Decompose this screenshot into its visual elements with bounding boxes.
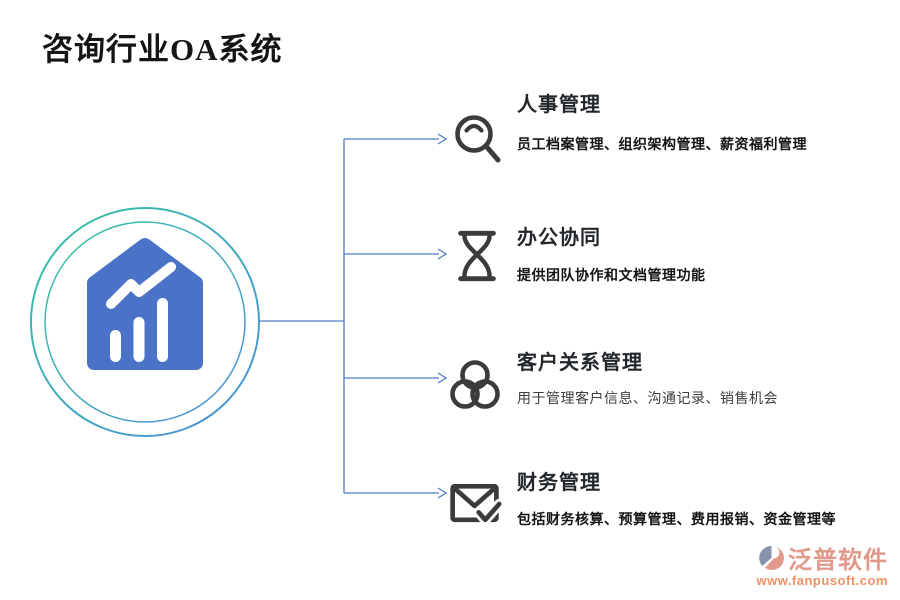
brand-name: 泛普软件 — [788, 547, 888, 574]
feature-crm: 客户关系管理 用于管理客户信息、沟通记录、销售机会 — [517, 346, 778, 408]
home-chart-icon — [30, 207, 260, 437]
feature-desc: 提供团队协作和文档管理功能 — [517, 267, 706, 283]
feature-hr: 人事管理 员工档案管理、组织架构管理、薪资福利管理 — [517, 88, 807, 154]
feature-office: 办公协同 提供团队协作和文档管理功能 — [517, 221, 706, 285]
fanpu-logo-icon — [759, 545, 784, 570]
house-icon — [87, 238, 203, 370]
magnifier-icon — [455, 115, 501, 163]
feature-desc: 用于管理客户信息、沟通记录、销售机会 — [517, 390, 778, 406]
feature-finance: 财务管理 包括财务核算、预算管理、费用报销、资金管理等 — [517, 466, 836, 529]
feature-title: 财务管理 — [517, 472, 601, 494]
brand-footer: 泛普软件 www.fanpusoft.com — [756, 540, 888, 588]
feature-desc: 员工档案管理、组织架构管理、薪资福利管理 — [517, 136, 807, 152]
feature-title: 客户关系管理 — [517, 352, 643, 374]
feature-title: 办公协同 — [517, 227, 601, 249]
feature-title: 人事管理 — [517, 94, 601, 116]
feature-desc: 包括财务核算、预算管理、费用报销、资金管理等 — [517, 511, 836, 527]
envelope-check-icon — [450, 483, 502, 525]
three-circles-icon — [450, 360, 500, 409]
hourglass-icon — [458, 230, 496, 282]
page-title: 咨询行业OA系统 — [42, 32, 283, 67]
brand-url-link[interactable]: www.fanpusoft.com — [756, 573, 888, 588]
